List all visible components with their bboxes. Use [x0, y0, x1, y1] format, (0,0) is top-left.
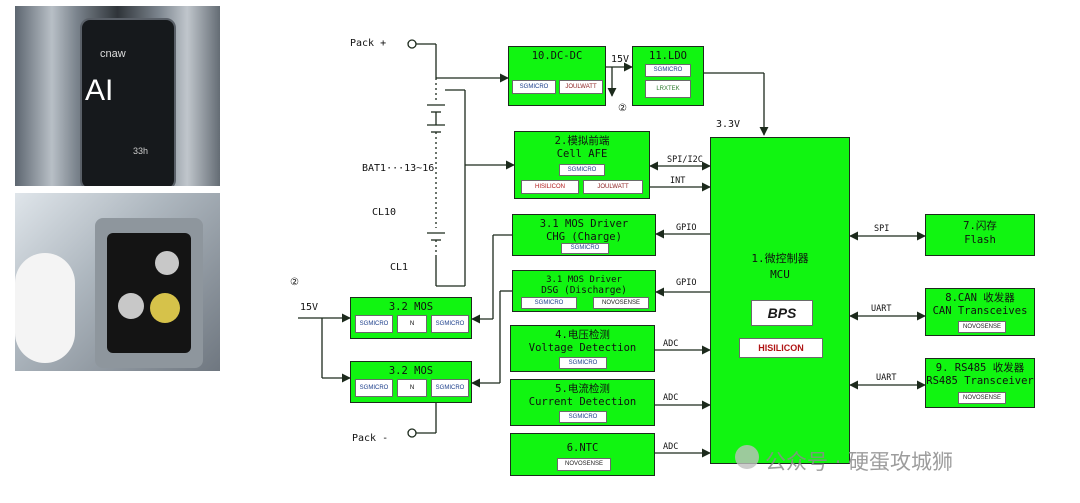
terminal-silver-2 [155, 251, 179, 275]
novosense-logo: NOVOSENSE [557, 458, 611, 471]
dc-15v-label: 15V [611, 54, 630, 65]
block-afe-title-cn: 2.模拟前端 [554, 135, 610, 147]
signal-spi-i2c: SPI/I2C [667, 155, 703, 165]
sgmicro-logo: SGMICRO [559, 164, 605, 176]
block-mos-driver-dsg: 3.1 MOS Driver DSG (Discharge) SGMICRO N… [512, 270, 656, 312]
block-cell-afe: 2.模拟前端 Cell AFE SGMICRO HISILICON JOULWA… [514, 131, 650, 199]
block-dc-dc: 10.DC-DC SGMICRO JOULWATT [508, 46, 606, 106]
block-current-title-en: Current Detection [528, 396, 637, 408]
socket [107, 233, 191, 353]
bps-logo: BPS [751, 300, 813, 326]
input-15v-label: 15V [300, 302, 319, 313]
cl10-label: CL10 [372, 207, 397, 218]
novosense-logo: NOVOSENSE [958, 392, 1006, 404]
signal-adc-voltage: ADC [663, 339, 679, 349]
block-ldo-title: 11.LDO [649, 50, 687, 62]
block-flash: 7.闪存 Flash [925, 214, 1035, 256]
block-rs485-transceiver: 9. RS485 收发器 RS485 Transceiver NOVOSENSE [925, 358, 1035, 408]
v33-label: 3.3V [716, 119, 741, 130]
signal-adc-ntc: ADC [663, 442, 679, 452]
block-mcu-title-en: MCU [770, 268, 790, 281]
robot-photo: cnaw AI 33h [15, 6, 220, 186]
joulwatt-logo: JOULWATT [559, 80, 603, 94]
block-mos-2: 3.2 MOS SGMICRO N SGMICRO [350, 361, 472, 403]
pack-minus-label: Pack - [352, 433, 389, 444]
capacity-text: 33h [133, 146, 149, 156]
dc-circle-label: ② [618, 103, 627, 114]
battery-cells-label: BAT1···13~16 [362, 163, 435, 174]
block-afe-title-en: Cell AFE [556, 148, 608, 160]
glove [15, 253, 75, 363]
battery-pack-photo [15, 193, 220, 371]
block-mcu-title-cn: 1.微控制器 [751, 252, 809, 265]
block-dsg-title: 3.1 MOS Driver [546, 275, 622, 285]
block-current-title-cn: 5.电流检测 [555, 383, 610, 395]
sgmicro-logo: SGMICRO [645, 64, 691, 77]
cl1-label: CL1 [390, 262, 409, 273]
brand-text: cnaw [100, 48, 126, 60]
n-brand-logo: N [397, 315, 427, 333]
block-dc-dc-title: 10.DC-DC [531, 50, 583, 62]
joulwatt-logo: JOULWATT [583, 180, 643, 194]
battery-module-body [80, 18, 176, 186]
block-voltage-detection: 4.电压检测 Voltage Detection SGMICRO [510, 325, 655, 372]
block-mos-1: 3.2 MOS SGMICRO N SGMICRO [350, 297, 472, 339]
block-can-title-cn: 8.CAN 收发器 [945, 292, 1015, 304]
lrxtek-logo: LRXTEK [645, 80, 691, 98]
terminal-silver-1 [118, 293, 144, 319]
block-ldo: 11.LDO SGMICRO LRXTEK [632, 46, 704, 106]
pack-plus-label: Pack + [350, 38, 387, 49]
block-mcu: 1.微控制器 MCU BPS HISILICON [710, 137, 850, 464]
block-rs485-title-cn: 9. RS485 收发器 [935, 362, 1025, 374]
sgmicro-logo: SGMICRO [431, 379, 469, 397]
watermark: 公众号 · 硬蛋攻城狮 [765, 450, 954, 474]
sgmicro-logo: SGMICRO [559, 411, 607, 423]
sgmicro-logo: SGMICRO [561, 243, 609, 254]
pack-plus-terminal [407, 39, 417, 49]
sgmicro-logo: SGMICRO [431, 315, 469, 333]
block-voltage-title-en: Voltage Detection [528, 342, 637, 354]
block-rs485-title-en: RS485 Transceiver [926, 375, 1034, 387]
signal-spi: SPI [874, 224, 890, 234]
hisilicon-logo: HISILICON [739, 338, 823, 358]
novosense-logo: NOVOSENSE [958, 321, 1006, 333]
signal-adc-current: ADC [663, 393, 679, 403]
terminal-gold [150, 293, 180, 323]
block-chg-title: 3.1 MOS Driver [539, 218, 629, 230]
sgmicro-logo: SGMICRO [355, 379, 393, 397]
block-can-title-en: CAN Transceives [932, 305, 1028, 317]
block-mos-2-title: 3.2 MOS [388, 365, 434, 377]
signal-uart-rs485: UART [876, 373, 897, 383]
signal-gpio-chg: GPIO [676, 223, 697, 233]
block-ntc-title: 6.NTC [566, 442, 599, 454]
pack-minus-terminal [407, 428, 417, 438]
block-chg-subtitle: CHG (Charge) [546, 231, 622, 243]
block-can-transceiver: 8.CAN 收发器 CAN Transceives NOVOSENSE [925, 288, 1035, 336]
novosense-logo: NOVOSENSE [593, 297, 649, 309]
wechat-icon [735, 445, 759, 469]
input-circle-label: ② [290, 277, 299, 288]
n-brand-logo: N [397, 379, 427, 397]
block-ntc: 6.NTC NOVOSENSE [510, 433, 655, 476]
sgmicro-logo: SGMICRO [355, 315, 393, 333]
block-flash-title-en: Flash [964, 234, 996, 246]
ai-text: AI [85, 74, 114, 107]
hisilicon-logo: HISILICON [521, 180, 579, 194]
block-current-detection: 5.电流检测 Current Detection SGMICRO [510, 379, 655, 426]
sgmicro-logo: SGMICRO [521, 297, 577, 309]
block-voltage-title-cn: 4.电压检测 [555, 329, 610, 341]
signal-int: INT [670, 176, 686, 186]
block-mos-driver-chg: 3.1 MOS Driver CHG (Charge) SGMICRO [512, 214, 656, 256]
sgmicro-logo: SGMICRO [512, 80, 556, 94]
signal-uart-can: UART [871, 304, 892, 314]
block-flash-title-cn: 7.闪存 [963, 220, 997, 232]
sgmicro-logo: SGMICRO [559, 357, 607, 369]
signal-gpio-dsg: GPIO [676, 278, 697, 288]
block-dsg-subtitle: DSG (Discharge) [541, 285, 627, 296]
block-mos-1-title: 3.2 MOS [388, 301, 434, 313]
